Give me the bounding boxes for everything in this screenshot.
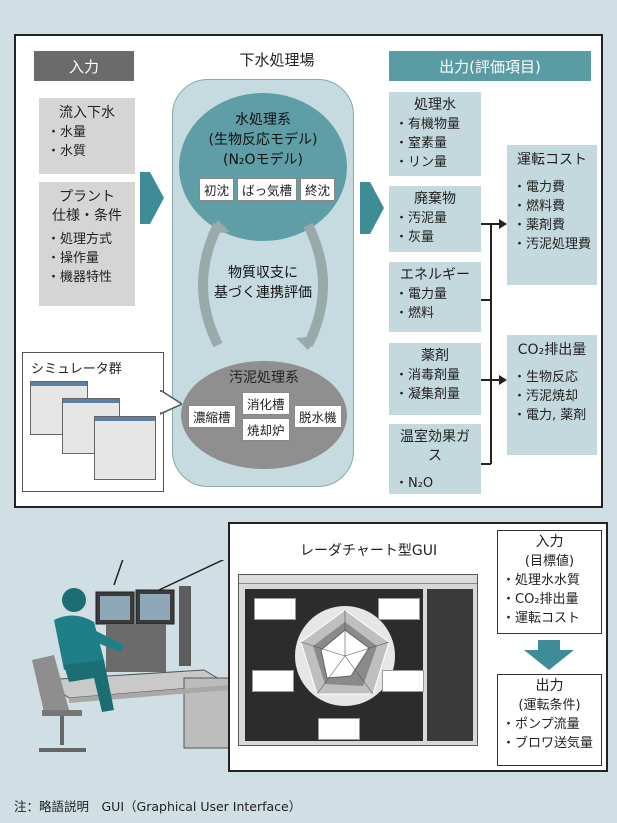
inflow-title: 流入下水 <box>59 105 115 121</box>
target-input-item: ・運転コスト <box>502 611 581 626</box>
radar-value-card <box>318 718 360 740</box>
output-title: 廃棄物 <box>414 191 456 207</box>
target-input-subtitle: (目標値) <box>524 554 575 569</box>
inflow-item: ・水質 <box>47 144 87 159</box>
balance-line: 物質収支に <box>228 265 298 281</box>
water-units: 初沈 ばっ気槽 終沈 <box>199 178 336 201</box>
unit-dewatering: 脱水機 <box>294 405 342 428</box>
output-header: 出力(評価項目) <box>389 51 591 81</box>
unit-aeration-tank: ばっ気槽 <box>237 178 298 201</box>
water-system-title: 水処理系 <box>235 112 291 128</box>
plant-title: 下水処理場 <box>239 51 315 69</box>
balance-line: 基づく連携評価 <box>214 285 312 301</box>
plant-spec-title: プラント <box>59 189 115 205</box>
output-item: ・凝集剤量 <box>395 387 461 402</box>
operation-output-item: ・ポンプ流量 <box>502 717 580 732</box>
target-input-title: 入力 <box>535 534 564 550</box>
output-connectors <box>481 219 507 465</box>
unit-incinerator: 焼却炉 <box>242 418 290 441</box>
output-title: 温室効果ガス <box>400 429 470 464</box>
callout-tail <box>160 390 182 415</box>
target-input-box: 入力 (目標値) ・処理水水質 ・CO₂排出量 ・運転コスト <box>497 530 602 634</box>
target-input-item: ・処理水水質 <box>502 573 581 588</box>
output-waste: 廃棄物 ・汚泥量 ・灰量 <box>389 186 481 252</box>
input-header: 入力 <box>34 51 134 81</box>
output-title: 処理水 <box>414 97 456 113</box>
output-title: 薬剤 <box>421 348 449 364</box>
sludge-system-ellipse <box>181 361 347 469</box>
output-item: ・灰量 <box>395 230 435 245</box>
output-title: エネルギー <box>400 267 470 283</box>
plant-spec-item: ・機器特性 <box>47 270 113 285</box>
input-arrow <box>140 172 164 224</box>
unit-primary-settling: 初沈 <box>199 178 235 201</box>
co2-title: CO₂排出量 <box>517 342 587 358</box>
inflow-box: 流入下水 ・水量 ・水質 <box>39 98 135 174</box>
radar-value-card <box>378 598 420 620</box>
water-system: 水処理系 (生物反応モデル) (N₂Oモデル) <box>178 110 348 170</box>
output-item: ・汚泥量 <box>395 211 448 226</box>
water-system-ellipse <box>179 93 347 241</box>
output-arrow <box>360 182 384 234</box>
co2-box: CO₂排出量 ・生物反応 ・汚泥焼却 ・電力, 薬剤 <box>507 335 597 455</box>
output-energy: エネルギー ・電力量 ・燃料 <box>389 262 481 332</box>
plant-spec-item: ・処理方式 <box>47 232 113 247</box>
circulation-arrows <box>198 220 328 350</box>
balance-evaluation: 物質収支に 基づく連携評価 <box>188 263 338 303</box>
co2-item: ・汚泥焼却 <box>513 389 579 404</box>
water-system-model: (生物反応モデル) <box>208 132 318 148</box>
down-arrow <box>524 640 574 670</box>
operation-output-item: ・ブロワ送気量 <box>502 736 594 751</box>
operation-output-box: 出力 (運転条件) ・ポンプ流量 ・ブロワ送気量 <box>497 674 602 766</box>
running-cost-item: ・薬剤費 <box>513 218 566 233</box>
output-item: ・有機物量 <box>395 117 461 132</box>
inflow-item: ・水量 <box>47 125 87 140</box>
co2-item: ・生物反応 <box>513 370 579 385</box>
simulators-label: シミュレータ群 <box>31 362 122 377</box>
operation-output-subtitle: (運転条件) <box>518 698 581 713</box>
running-cost-item: ・電力費 <box>513 180 566 195</box>
output-item: ・消毒剤量 <box>395 368 461 383</box>
plant-spec-title: 仕様・条件 <box>52 208 122 224</box>
running-cost-item: ・汚泥処理費 <box>513 237 592 252</box>
operator-illustration <box>32 560 231 752</box>
plant-spec-item: ・操作量 <box>47 251 100 266</box>
gui-title: レーダチャート型GUI <box>300 543 438 559</box>
output-treated-water: 処理水 ・有機物量 ・窒素量 ・リン量 <box>389 92 481 176</box>
unit-digester: 消化槽 <box>242 392 290 415</box>
unit-final-settling: 終沈 <box>300 178 336 201</box>
radar-value-card <box>252 670 294 692</box>
co2-item: ・電力, 薬剤 <box>513 408 587 423</box>
simulator-screen <box>94 416 156 480</box>
output-item: ・N₂O <box>395 476 434 491</box>
running-cost-title: 運転コスト <box>517 152 587 168</box>
output-item: ・電力量 <box>395 287 448 302</box>
running-cost-box: 運転コスト ・電力費 ・燃料費 ・薬剤費 ・汚泥処理費 <box>507 145 597 285</box>
output-item: ・リン量 <box>395 155 448 170</box>
plant-spec-box: プラント 仕様・条件 ・処理方式 ・操作量 ・機器特性 <box>39 182 135 306</box>
output-ghg: 温室効果ガス ・N₂O <box>389 424 481 494</box>
running-cost-item: ・燃料費 <box>513 199 566 214</box>
target-input-item: ・CO₂排出量 <box>502 592 579 607</box>
water-system-n2o: (N₂Oモデル) <box>222 152 304 168</box>
footnote: 注：略語説明 GUI（Graphical User Interface） <box>14 799 302 814</box>
output-item: ・燃料 <box>395 306 435 321</box>
unit-thickener: 濃縮槽 <box>188 405 236 428</box>
operation-output-title: 出力 <box>535 678 564 694</box>
radar-value-card <box>382 670 424 692</box>
output-chemicals: 薬剤 ・消毒剤量 ・凝集剤量 <box>389 343 481 415</box>
radar-value-card <box>254 598 296 620</box>
radar-chart <box>295 606 395 706</box>
output-item: ・窒素量 <box>395 136 448 151</box>
sludge-system-title: 汚泥処理系 <box>229 370 299 386</box>
